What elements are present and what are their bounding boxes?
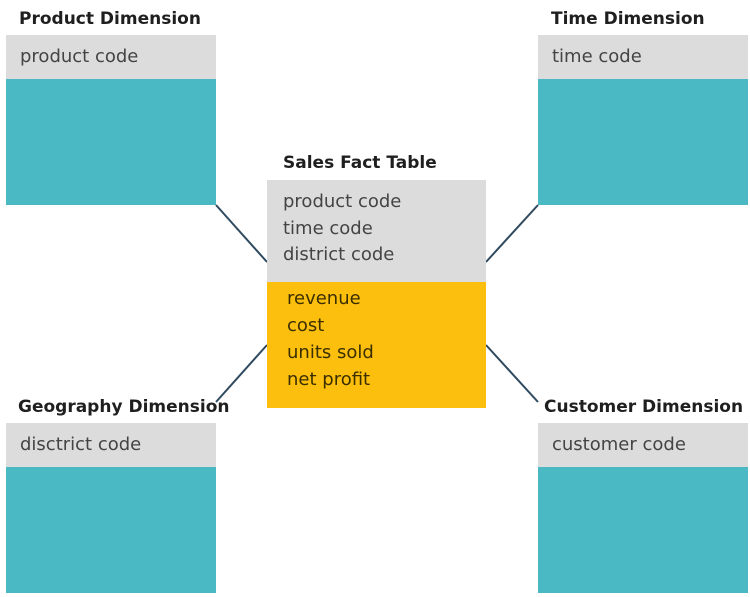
- customer-dimension-key: customer code: [538, 423, 748, 467]
- geography-dimension-key: disctrict code: [6, 423, 216, 467]
- fact-key-district-code: district code: [283, 244, 395, 265]
- fact-measure-revenue: revenue: [287, 288, 361, 309]
- connector-product: [215, 204, 268, 263]
- connector-customer: [485, 344, 539, 403]
- product-dimension-title: Product Dimension: [19, 9, 201, 29]
- fact-key-time-code: time code: [283, 217, 373, 239]
- customer-dimension-body: [538, 467, 748, 593]
- geography-dimension-title: Geography Dimension: [18, 397, 230, 417]
- time-dimension-body: [538, 79, 748, 205]
- fact-table-measures: revenue cost units sold net profit: [267, 282, 486, 408]
- product-dimension-body: [6, 79, 216, 205]
- fact-measure-net-profit: net profit: [287, 369, 371, 390]
- time-dimension-key: time code: [538, 35, 748, 79]
- customer-dimension-title: Customer Dimension: [544, 397, 744, 417]
- fact-key-product-code: product code: [283, 191, 402, 212]
- fact-table-keys: product code time code district code: [267, 180, 486, 282]
- product-dimension-key: product code: [6, 35, 216, 79]
- geography-dimension-body: [6, 467, 216, 593]
- fact-measure-cost: cost: [287, 315, 325, 336]
- fact-measure-units-sold: units sold: [287, 342, 374, 363]
- connector-time: [485, 204, 539, 263]
- time-dimension-title: Time Dimension: [551, 9, 705, 29]
- fact-table-title: Sales Fact Table: [283, 153, 437, 173]
- connector-geography: [215, 344, 268, 403]
